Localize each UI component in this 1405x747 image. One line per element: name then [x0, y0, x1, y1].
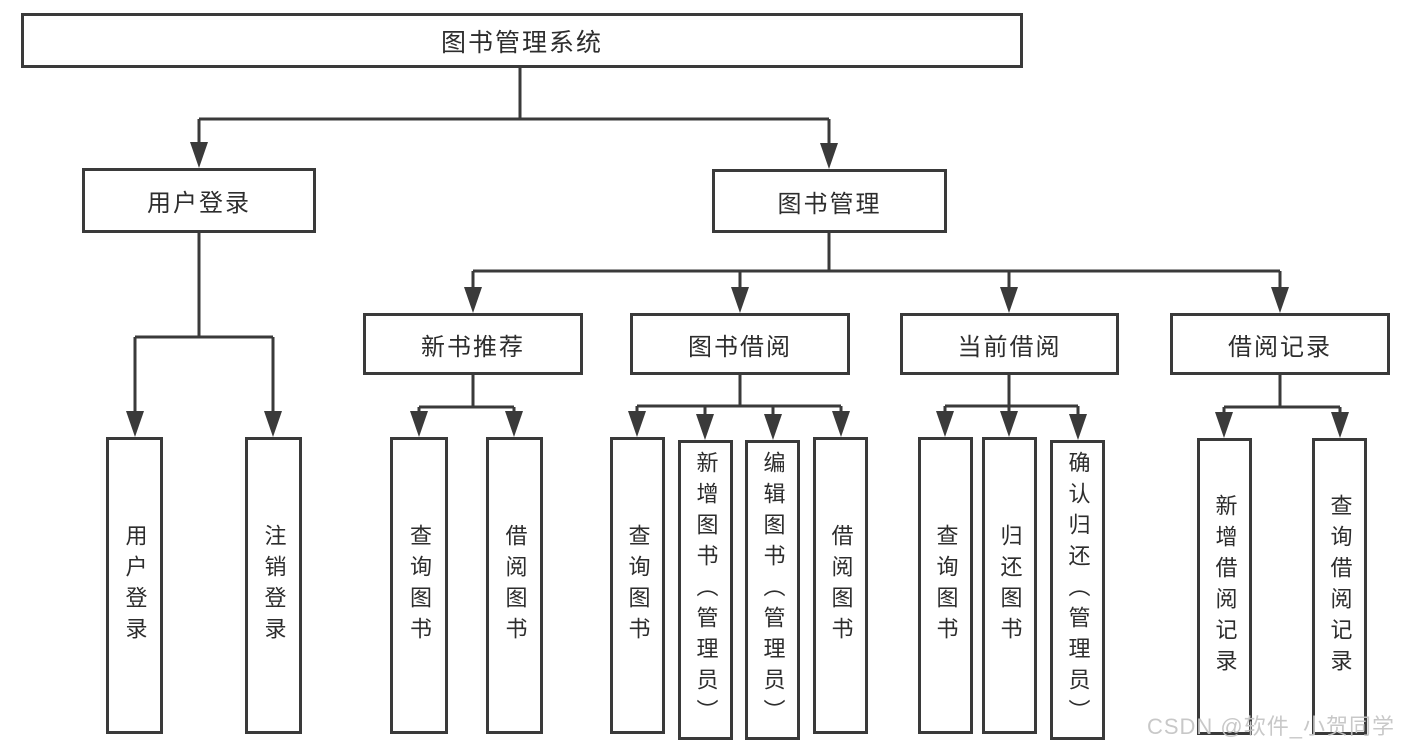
leaf-logout: 注销登录 — [245, 437, 302, 734]
leaf-query-books-recommend: 查询图书 — [390, 437, 448, 734]
leaf-borrow-books: 借阅图书 — [813, 437, 868, 734]
arrowhead — [505, 411, 523, 437]
arrowhead — [1000, 411, 1018, 437]
node-current-borrowing: 当前借阅 — [900, 313, 1119, 375]
node-book-borrowing: 图书借阅 — [630, 313, 850, 375]
arrowhead — [832, 411, 850, 437]
arrowhead — [1000, 287, 1018, 313]
arrowhead — [1069, 414, 1087, 440]
leaf-borrow-books-recommend: 借阅图书 — [486, 437, 543, 734]
node-user-login: 用户登录 — [82, 168, 316, 233]
arrowhead — [731, 287, 749, 313]
leaf-query-borrow-record: 查询借阅记录 — [1312, 438, 1367, 735]
node-book-management: 图书管理 — [712, 169, 947, 233]
leaf-query-books-current: 查询图书 — [918, 437, 973, 734]
leaf-edit-books-admin: 编辑图书（管理员） — [745, 440, 800, 740]
arrowhead — [820, 143, 838, 169]
arrowhead — [1215, 412, 1233, 438]
node-root: 图书管理系统 — [21, 13, 1023, 68]
leaf-add-borrow-record: 新增借阅记录 — [1197, 438, 1252, 735]
leaf-confirm-return-admin: 确认归还（管理员） — [1050, 440, 1105, 740]
watermark: CSDN @软件_小贺同学 — [1146, 714, 1395, 739]
leaf-return-books: 归还图书 — [982, 437, 1037, 734]
arrowhead — [696, 414, 714, 440]
node-new-book-recommend: 新书推荐 — [363, 313, 583, 375]
arrowhead — [410, 411, 428, 437]
arrowhead — [126, 411, 144, 437]
arrowhead — [1331, 412, 1349, 438]
leaf-add-books-admin: 新增图书（管理员） — [678, 440, 733, 740]
arrowhead — [628, 411, 646, 437]
arrowhead — [1271, 287, 1289, 313]
arrowhead — [936, 411, 954, 437]
arrowhead — [764, 414, 782, 440]
arrowhead — [190, 142, 208, 168]
leaf-query-books-borrow: 查询图书 — [610, 437, 665, 734]
arrowhead — [264, 411, 282, 437]
arrowhead — [464, 287, 482, 313]
leaf-user-login: 用户登录 — [106, 437, 163, 734]
node-borrowing-records: 借阅记录 — [1170, 313, 1390, 375]
